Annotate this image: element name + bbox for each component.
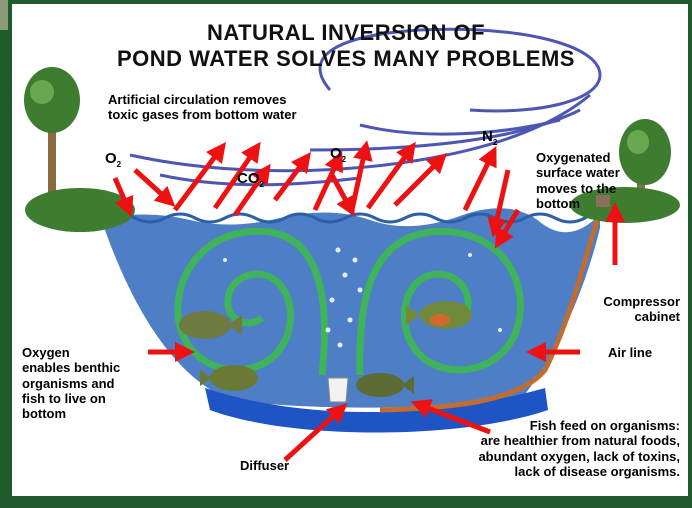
label-compressor-line2: cabinet [590, 309, 680, 324]
label-oxygenated-line2: surface water [536, 165, 620, 180]
title-line-2: POND WATER SOLVES MANY PROBLEMS [0, 46, 692, 72]
label-fish-line3: abundant oxygen, lack of toxins, [395, 449, 680, 464]
diffuser-unit [328, 378, 348, 402]
label-oxygen-line3: organisms and [22, 376, 120, 391]
label-fish-line4: lack of disease organisms. [395, 464, 680, 479]
label-compressor: Compressor cabinet [590, 294, 680, 325]
label-o2-left: O2 [105, 150, 121, 169]
label-oxygenated: Oxygenated surface water moves to the bo… [536, 150, 620, 211]
label-air-line: Air line [608, 345, 652, 360]
title-line-1: NATURAL INVERSION OF [0, 20, 692, 46]
o2-left-text: O [105, 150, 117, 167]
label-oxygenated-line3: moves to the [536, 181, 620, 196]
label-diffuser: Diffuser [240, 458, 289, 473]
label-n2: N2 [482, 128, 497, 147]
label-compressor-line1: Compressor [590, 294, 680, 309]
label-oxygen-line2: enables benthic [22, 360, 120, 375]
o2-left-subscript: 2 [117, 160, 121, 169]
label-oxygen-line4: fish to live on [22, 391, 120, 406]
label-fish-line2: are healthier from natural foods, [395, 433, 680, 448]
o2-center-subscript: 2 [342, 155, 346, 164]
label-oxygen-line1: Oxygen [22, 345, 120, 360]
label-circulation-line2: toxic gases from bottom water [108, 107, 297, 122]
o2-center-text: O [330, 145, 342, 162]
label-oxygenated-line4: bottom [536, 196, 620, 211]
label-fish-line1: Fish feed on organisms: [395, 418, 680, 433]
n2-subscript: 2 [493, 138, 497, 147]
label-oxygen-line5: bottom [22, 406, 120, 421]
co2-subscript: 2 [260, 180, 264, 189]
label-circulation-line1: Artificial circulation removes [108, 92, 297, 107]
label-oxygenated-line1: Oxygenated [536, 150, 620, 165]
label-co2: CO2 [237, 170, 264, 189]
label-oxygen: Oxygen enables benthic organisms and fis… [22, 345, 120, 422]
co2-text: CO [237, 170, 260, 187]
n2-text: N [482, 128, 493, 145]
label-o2-center: O2 [330, 145, 346, 164]
label-circulation: Artificial circulation removes toxic gas… [108, 92, 297, 123]
label-fish-feed: Fish feed on organisms: are healthier fr… [395, 418, 680, 479]
